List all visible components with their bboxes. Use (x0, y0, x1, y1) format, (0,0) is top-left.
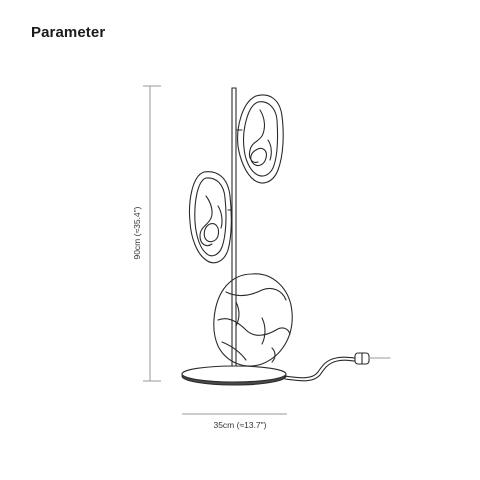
lamp-shade-top (235, 94, 284, 184)
lamp-base (181, 365, 287, 386)
page-title: Parameter (31, 24, 106, 41)
lamp-power-cable (283, 352, 391, 382)
height-dimension-label: 90cm (≈35.4") (132, 206, 142, 260)
width-dimension-label: 35cm (≈13.7") (213, 420, 267, 430)
lamp-outline (181, 87, 391, 386)
height-dimension-line (143, 85, 161, 382)
lamp-shade-middle (188, 171, 233, 264)
lamp-shade-bottom (213, 273, 293, 367)
lamp-pole (231, 87, 237, 371)
